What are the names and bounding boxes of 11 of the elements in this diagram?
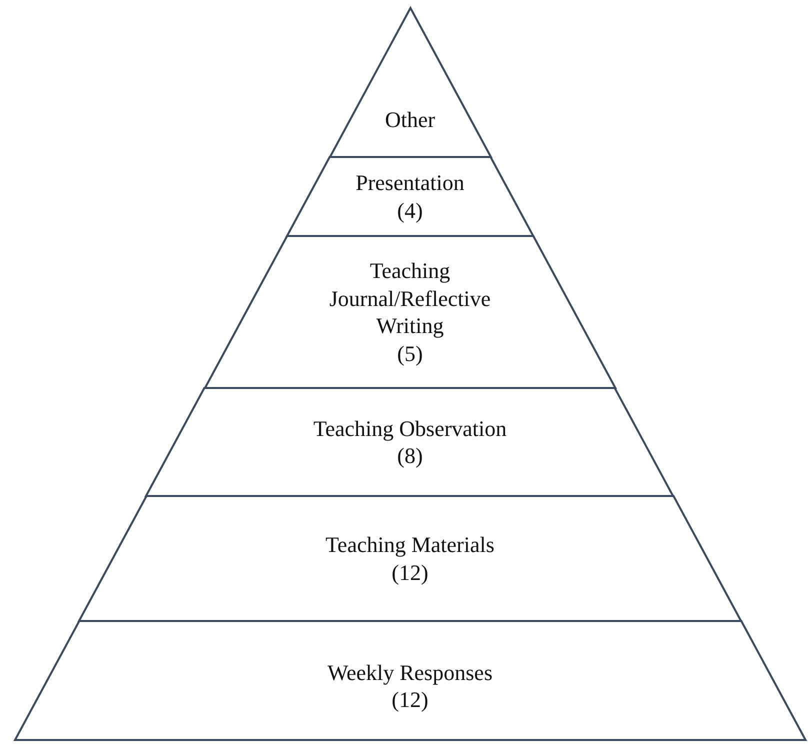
- count-label: (12): [392, 558, 428, 586]
- tier-label: Teaching Journal/Reflective Writing: [328, 257, 492, 340]
- count-label: (4): [397, 196, 423, 224]
- tier-label: Weekly Responses: [327, 658, 493, 686]
- tier-label: Presentation: [356, 169, 464, 196]
- tier-label: Other: [384, 106, 436, 134]
- tier-label: Teaching Observation: [313, 414, 507, 442]
- count-label: (8): [397, 442, 423, 470]
- tier-label: Teaching Materials: [326, 531, 494, 558]
- count-label: (12): [392, 686, 428, 714]
- count-label: (5): [397, 340, 423, 367]
